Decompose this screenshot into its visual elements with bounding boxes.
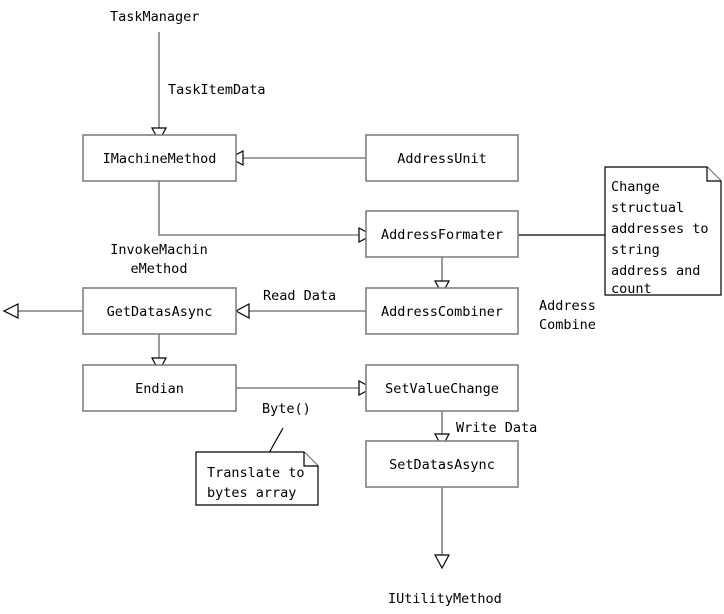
label-invokemachinemethod-line-0: InvokeMachin <box>110 242 208 258</box>
node-label-setvaluechange: SetValueChange <box>385 381 499 397</box>
edge-getdatasasync-to-left[interactable] <box>2 303 83 319</box>
note-change-line-1: structual <box>611 200 684 216</box>
node-setdatasasync[interactable]: SetDatasAsync <box>365 440 519 488</box>
note-translate-line-0: Translate to <box>207 465 305 481</box>
label-invokemachinemethod-line-1: eMethod <box>131 261 188 277</box>
note-change-line-3: string <box>611 242 660 258</box>
edge-addressunit-to-imachinemethod[interactable] <box>228 149 366 167</box>
node-label-endian: Endian <box>135 381 184 397</box>
note-change-structual: Change structual addresses to string add… <box>604 166 722 297</box>
note-translate-line-1: bytes array <box>207 485 296 501</box>
node-endian[interactable]: Endian <box>82 364 237 412</box>
label-addresscombine-line-1: Combine <box>539 317 596 333</box>
note-change-line-4: address and <box>611 263 700 279</box>
label-taskitemdata: TaskItemData <box>168 82 266 98</box>
node-addressformater[interactable]: AddressFormater <box>365 210 519 258</box>
label-writedata: Write Data <box>456 420 537 436</box>
label-readdata: Read Data <box>263 288 336 304</box>
edge-imachinemethod-to-addressformater[interactable] <box>158 181 374 244</box>
node-label-getdatasasync: GetDatasAsync <box>107 304 213 320</box>
node-label-addresscombiner: AddressCombiner <box>381 304 503 320</box>
edges-layer <box>2 32 605 570</box>
edge-taskmanager-to-imachinemethod[interactable] <box>150 32 168 143</box>
nodes-layer: IMachineMethod AddressUnit AddressFormat… <box>82 134 519 488</box>
edge-setdatasasync-to-iutilitymethod[interactable] <box>433 487 451 570</box>
label-taskmanager: TaskManager <box>110 9 199 25</box>
node-addressunit[interactable]: AddressUnit <box>365 134 519 182</box>
node-label-setdatasasync: SetDatasAsync <box>389 457 495 473</box>
label-iutilitymethod: IUtilityMethod <box>388 591 502 607</box>
note-change-line-5: count <box>611 281 652 297</box>
labels-layer: TaskManager IUtilityMethod TaskItemData … <box>110 9 596 607</box>
note-change-line-2: addresses to <box>611 221 709 237</box>
node-label-addressformater: AddressFormater <box>381 227 503 243</box>
edge-endian-to-setvaluechange[interactable] <box>236 379 374 397</box>
note-change-line-0: Change <box>611 179 660 195</box>
label-addresscombine-line-0: Address <box>539 298 596 314</box>
note-translate-bytes: Translate to bytes array <box>195 451 319 506</box>
node-getdatasasync[interactable]: GetDatasAsync <box>82 287 237 335</box>
node-addresscombiner[interactable]: AddressCombiner <box>365 287 519 335</box>
edge-addresscombiner-to-getdatasasync[interactable] <box>234 302 366 320</box>
node-imachinemethod[interactable]: IMachineMethod <box>82 134 237 182</box>
label-byte: Byte() <box>262 401 311 417</box>
notes-layer: Change structual addresses to string add… <box>195 166 722 506</box>
node-setvaluechange[interactable]: SetValueChange <box>365 364 519 412</box>
node-label-imachinemethod: IMachineMethod <box>103 151 217 167</box>
node-label-addressunit: AddressUnit <box>397 151 486 167</box>
edge-byte-to-translate-note <box>268 427 284 454</box>
